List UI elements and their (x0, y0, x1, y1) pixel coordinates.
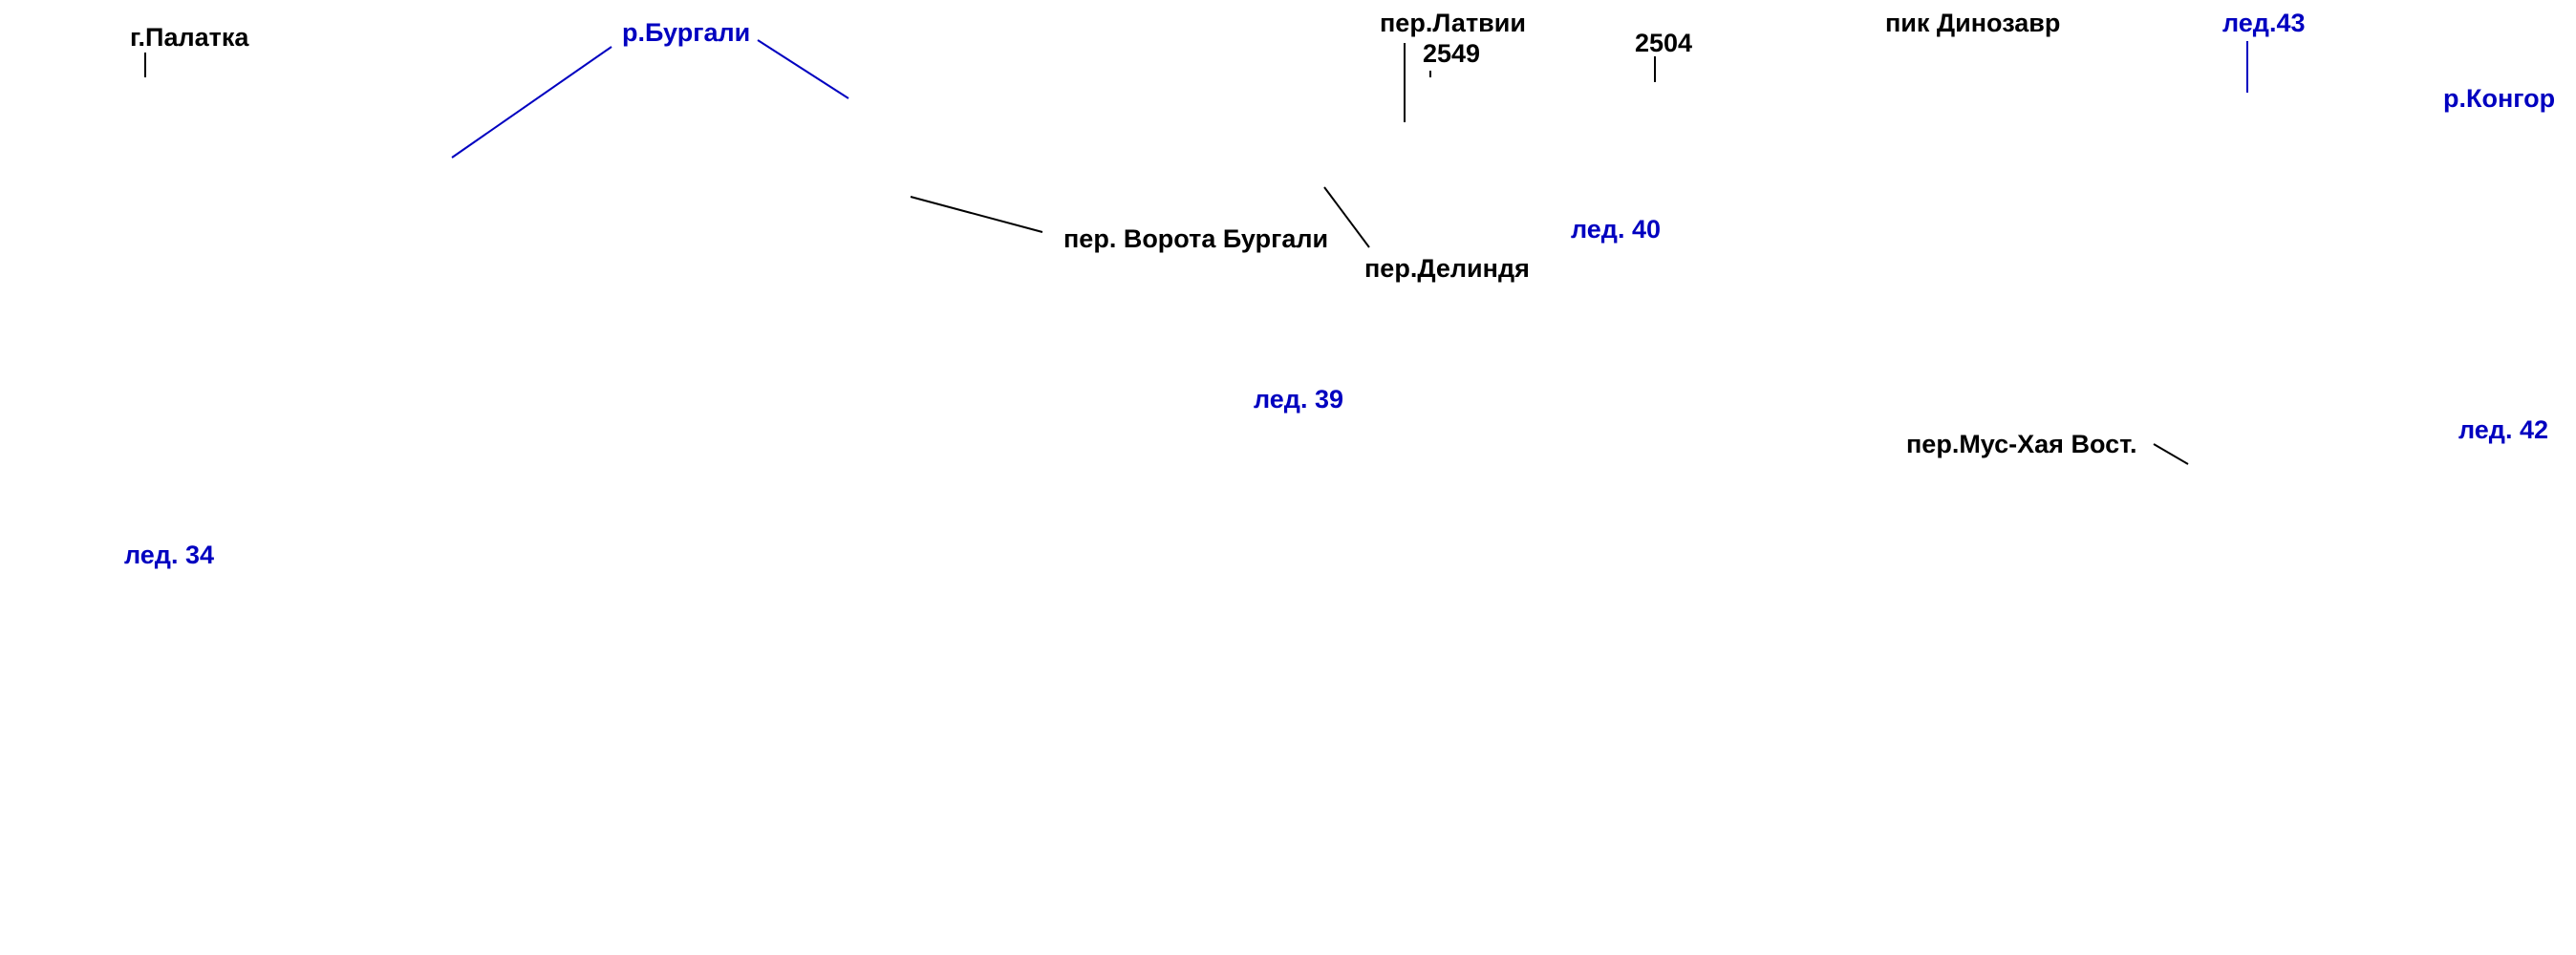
glacier-34-label: лед. 34 (124, 541, 214, 569)
burgali-gate-leader-line (910, 196, 1043, 233)
burgali-river-leader-right (757, 39, 849, 99)
glacier-43-label: лед.43 (2222, 9, 2306, 37)
glacier-39-label: лед. 39 (1254, 385, 1343, 414)
glacier-40-label: лед. 40 (1571, 215, 1661, 244)
peak-2504-label: 2504 (1635, 29, 1693, 57)
palatka-label: г.Палатка (130, 23, 249, 52)
delindya-pass-label: пер.Делиндя (1364, 254, 1530, 283)
mus-khaya-leader-line (2153, 443, 2189, 465)
burgali-river-leader-left (451, 46, 612, 159)
mus-khaya-east-pass-label: пер.Мус-Хая Вост. (1906, 430, 2137, 458)
kongor-river-label: р.Конгор (2443, 84, 2556, 113)
burgali-gate-pass-label: пер. Ворота Бургали (1063, 224, 1329, 253)
burgali-river-label: р.Бургали (622, 18, 751, 47)
latvia-pass-label: пер.Латвии (1380, 9, 1526, 37)
peak-2549-label: 2549 (1423, 39, 1481, 68)
delindya-leader-line (1323, 186, 1370, 248)
glacier-42-label: лед. 42 (2458, 415, 2548, 444)
dinozavr-peak-label: пик Динозавр (1885, 9, 2061, 37)
